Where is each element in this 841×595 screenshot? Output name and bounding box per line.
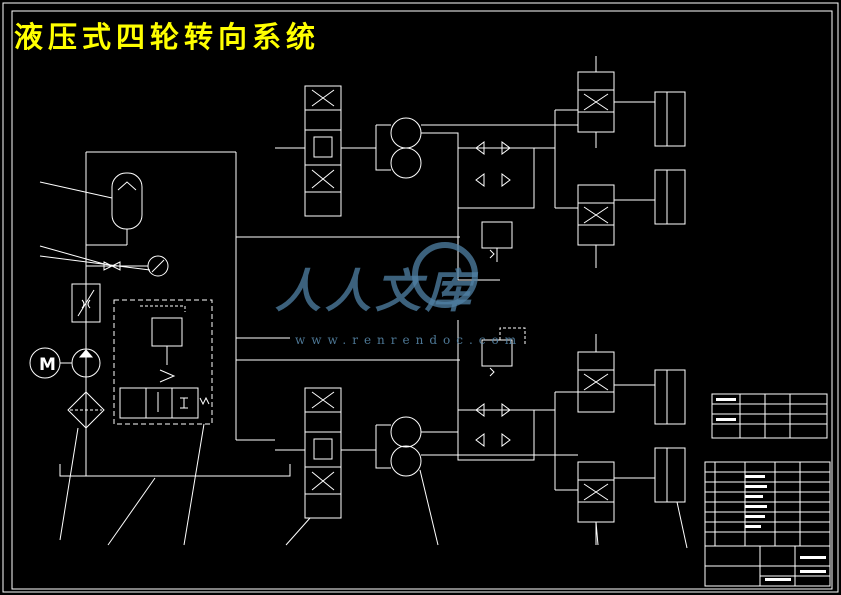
parts-table-small bbox=[711, 393, 828, 439]
watermark-text: 人人文库 bbox=[275, 264, 475, 318]
filter-icon bbox=[67, 391, 105, 429]
motor-label: M bbox=[39, 355, 56, 375]
watermark-logo bbox=[412, 242, 478, 308]
inner-frame bbox=[11, 10, 833, 590]
throttle-valve-icon bbox=[71, 283, 101, 323]
hydraulic-cylinder-icon bbox=[654, 91, 686, 147]
hydraulic-motor-icon bbox=[390, 117, 422, 149]
table-text-marks bbox=[716, 398, 826, 581]
upper-directional-valve bbox=[304, 85, 342, 217]
tank-line bbox=[59, 464, 291, 477]
pressure-gauge-icon bbox=[147, 255, 169, 277]
pump-icon bbox=[71, 348, 101, 378]
check-valve-bridge-lower bbox=[457, 409, 535, 461]
lower-directional-valve bbox=[304, 387, 342, 519]
watermark-url: www.renrendoc.com bbox=[295, 333, 523, 347]
relief-valve-icon bbox=[481, 221, 513, 249]
page-title: 液压式四轮转向系统 bbox=[14, 20, 321, 54]
check-valve-bridge-upper bbox=[457, 147, 535, 209]
relief-valve-group bbox=[113, 299, 213, 425]
bill-of-materials bbox=[704, 461, 831, 547]
solenoid-valve-icon bbox=[119, 387, 199, 419]
